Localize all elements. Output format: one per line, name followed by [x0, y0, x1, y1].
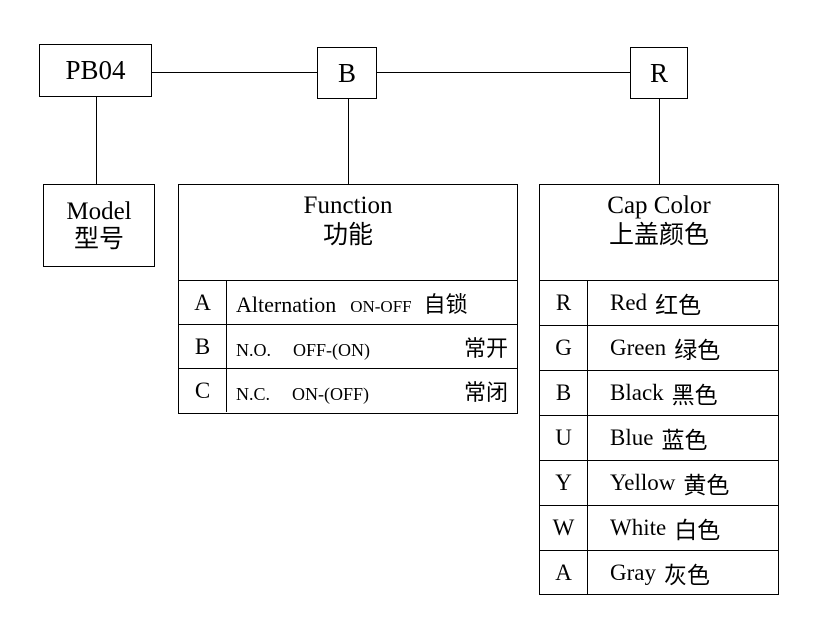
cap-color-row-en: Green	[610, 335, 667, 360]
function-row-cn: 常闭	[463, 379, 508, 405]
function-row-code: A	[179, 281, 227, 324]
connector-b-to-function	[348, 99, 349, 184]
function-row-main: Alternation	[236, 291, 337, 317]
table-row: A Gray 灰色	[540, 550, 778, 595]
cap-color-row-description: Yellow 黄色	[588, 461, 778, 505]
cap-color-row-code: B	[540, 371, 588, 415]
cap-color-row-en: Blue	[610, 425, 654, 450]
function-row-code: B	[179, 325, 227, 368]
cap-color-row-code: Y	[540, 461, 588, 505]
cap-color-row-cn: 黑色	[671, 383, 718, 408]
cap-color-row-code: A	[540, 551, 588, 595]
cap-color-row-cn: 灰色	[663, 563, 710, 588]
table-row: A Alternation ON-OFF 自锁	[179, 280, 517, 324]
function-row-main: N.O.	[236, 339, 271, 360]
cap-color-row-cn: 红色	[655, 293, 702, 318]
function-row-description: N.O. OFF-(ON) 常开	[227, 325, 517, 368]
connector-b-to-r	[377, 72, 630, 73]
cap-color-header-en: Cap Color	[607, 192, 711, 219]
function-row-description: N.C. ON-(OFF) 常闭	[227, 369, 517, 412]
function-row-cn: 常开	[463, 335, 508, 361]
table-row: Y Yellow 黄色	[540, 460, 778, 505]
cap-color-row-cn: 黄色	[683, 473, 730, 498]
cap-color-row-en: Red	[610, 290, 648, 315]
cap-color-row-description: White 白色	[588, 506, 778, 550]
function-legend-panel: Function 功能 A Alternation ON-OFF 自锁 B	[178, 184, 518, 414]
connector-pb04-to-b	[152, 72, 317, 73]
code-box-cap-color-label: R	[649, 57, 668, 88]
model-legend-cn: 型号	[73, 225, 124, 253]
cap-color-header-cn: 上盖颜色	[608, 221, 709, 249]
function-header-en: Function	[303, 192, 393, 219]
model-legend-en: Model	[66, 197, 132, 225]
connector-pb04-to-model	[96, 97, 97, 184]
cap-color-row-code: G	[540, 326, 588, 370]
cap-color-row-code: R	[540, 281, 588, 325]
function-row-main: N.C.	[236, 383, 271, 404]
function-header-cn: 功能	[322, 221, 373, 249]
cap-color-row-description: Green 绿色	[588, 326, 778, 370]
connector-r-to-capcolor	[659, 99, 660, 184]
function-row-description: Alternation ON-OFF 自锁	[227, 281, 517, 324]
cap-color-panel-header: Cap Color 上盖颜色	[540, 185, 778, 280]
table-row: R Red 红色	[540, 280, 778, 325]
cap-color-row-description: Gray 灰色	[588, 551, 778, 595]
cap-color-row-description: Red 红色	[588, 281, 778, 325]
cap-color-legend-panel: Cap Color 上盖颜色 R Red 红色 G Green 绿色 B	[539, 184, 779, 595]
function-row-code: C	[179, 369, 227, 412]
cap-color-row-en: White	[610, 515, 667, 540]
function-rows: A Alternation ON-OFF 自锁 B N.O. OFF-(ON) …	[179, 280, 517, 412]
cap-color-row-description: Blue 蓝色	[588, 416, 778, 460]
cap-color-row-code: U	[540, 416, 588, 460]
cap-color-row-cn: 蓝色	[661, 428, 708, 453]
model-legend-box: Model 型号	[43, 184, 155, 267]
function-row-cn: 自锁	[423, 291, 468, 317]
cap-color-row-cn: 白色	[674, 518, 721, 543]
code-box-model-label: PB04	[65, 55, 126, 86]
cap-color-row-code: W	[540, 506, 588, 550]
table-row: G Green 绿色	[540, 325, 778, 370]
cap-color-row-en: Yellow	[610, 470, 676, 495]
cap-color-row-description: Black 黑色	[588, 371, 778, 415]
code-box-cap-color: R	[630, 47, 688, 99]
function-panel-header: Function 功能	[179, 185, 517, 280]
code-box-function: B	[317, 47, 377, 99]
cap-color-row-en: Gray	[610, 560, 656, 585]
cap-color-row-cn: 绿色	[674, 338, 721, 363]
function-row-state: OFF-(ON)	[293, 339, 371, 360]
table-row: W White 白色	[540, 505, 778, 550]
table-row: U Blue 蓝色	[540, 415, 778, 460]
function-row-state: ON-(OFF)	[292, 383, 370, 404]
cap-color-row-en: Black	[610, 380, 664, 405]
code-box-model: PB04	[39, 44, 152, 97]
function-row-state: ON-OFF	[350, 296, 412, 316]
table-row: B N.O. OFF-(ON) 常开	[179, 324, 517, 368]
table-row: C N.C. ON-(OFF) 常闭	[179, 368, 517, 412]
cap-color-rows: R Red 红色 G Green 绿色 B Black 黑色	[540, 280, 778, 595]
code-box-function-label: B	[337, 57, 356, 88]
table-row: B Black 黑色	[540, 370, 778, 415]
